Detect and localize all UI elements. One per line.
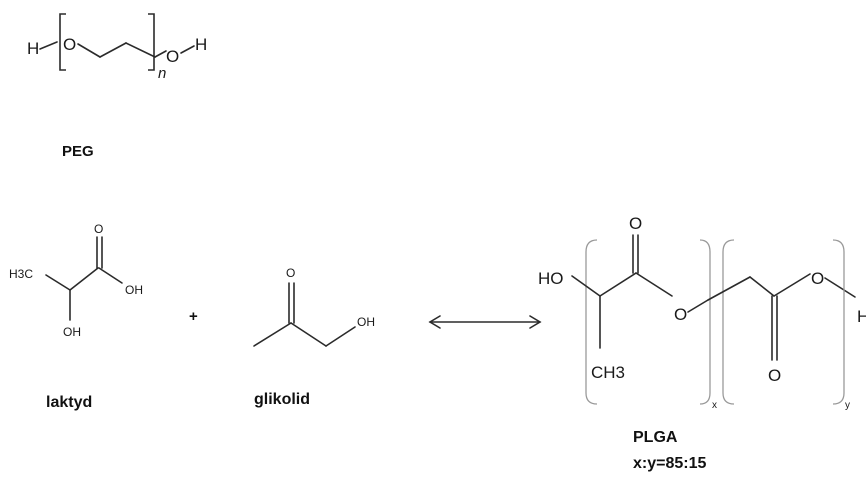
plus-sign: + <box>189 308 198 325</box>
laktyd-methyl: H3C <box>9 267 33 281</box>
glikolid-alcohol-oh: OH <box>357 315 375 329</box>
peg-left-bracket <box>59 13 66 71</box>
bond <box>77 43 101 58</box>
plga-carbonyl-o2: O <box>768 366 781 385</box>
peg-right-bracket <box>148 13 155 71</box>
glikolid-carbonyl-o: O <box>286 266 295 280</box>
plga-bracket-x-left <box>585 239 598 405</box>
bond <box>125 42 156 58</box>
bond <box>290 322 327 347</box>
plga-methyl: CH3 <box>591 363 625 382</box>
bond <box>253 322 292 347</box>
plga-repeat-x: x <box>712 400 717 411</box>
bond <box>707 276 751 301</box>
plga-bracket-y-left <box>722 239 735 405</box>
laktyd-structure: H3C OH O OH <box>9 222 143 339</box>
peg-h-end: H <box>195 35 207 54</box>
bond <box>45 274 71 291</box>
plga-ester-o1: O <box>674 305 687 324</box>
bond <box>749 276 775 297</box>
plga-ester-o2: O <box>811 269 824 288</box>
bond <box>599 272 637 297</box>
bond <box>180 45 195 54</box>
bond <box>571 275 601 297</box>
equilibrium-arrow <box>428 315 542 329</box>
bond <box>154 50 167 58</box>
bond <box>39 41 58 50</box>
peg-structure: H O n O H <box>27 13 207 82</box>
bond <box>99 42 127 58</box>
bond <box>687 299 709 313</box>
plga-carbonyl-o1: O <box>629 214 642 233</box>
peg-repeat-n: n <box>158 65 166 82</box>
plga-ratio: x:y=85:15 <box>633 455 706 472</box>
plga-structure: HO CH3 O O x O O y H <box>538 214 866 411</box>
plga-bracket-x-right <box>699 239 711 405</box>
plga-h-end: H <box>857 307 866 326</box>
bond <box>773 273 811 297</box>
plga-label: PLGA <box>633 429 678 446</box>
peg-h-left: H <box>27 39 39 58</box>
bond <box>824 277 856 298</box>
laktyd-acid-oh: OH <box>125 283 143 297</box>
glikolid-label: glikolid <box>254 391 310 408</box>
plga-repeat-y: y <box>845 400 850 411</box>
bond <box>69 267 99 291</box>
laktyd-carbonyl-o: O <box>94 222 103 236</box>
glikolid-structure: O OH <box>253 266 375 347</box>
peg-o-end: O <box>166 47 179 66</box>
plga-ho: HO <box>538 269 564 288</box>
peg-o-chain: O <box>63 35 76 54</box>
laktyd-alpha-oh: OH <box>63 325 81 339</box>
laktyd-label: laktyd <box>46 394 92 411</box>
bond <box>98 267 123 284</box>
plga-bracket-y-right <box>832 239 845 405</box>
bond <box>325 326 356 347</box>
peg-label: PEG <box>62 143 94 160</box>
bond <box>635 272 673 297</box>
